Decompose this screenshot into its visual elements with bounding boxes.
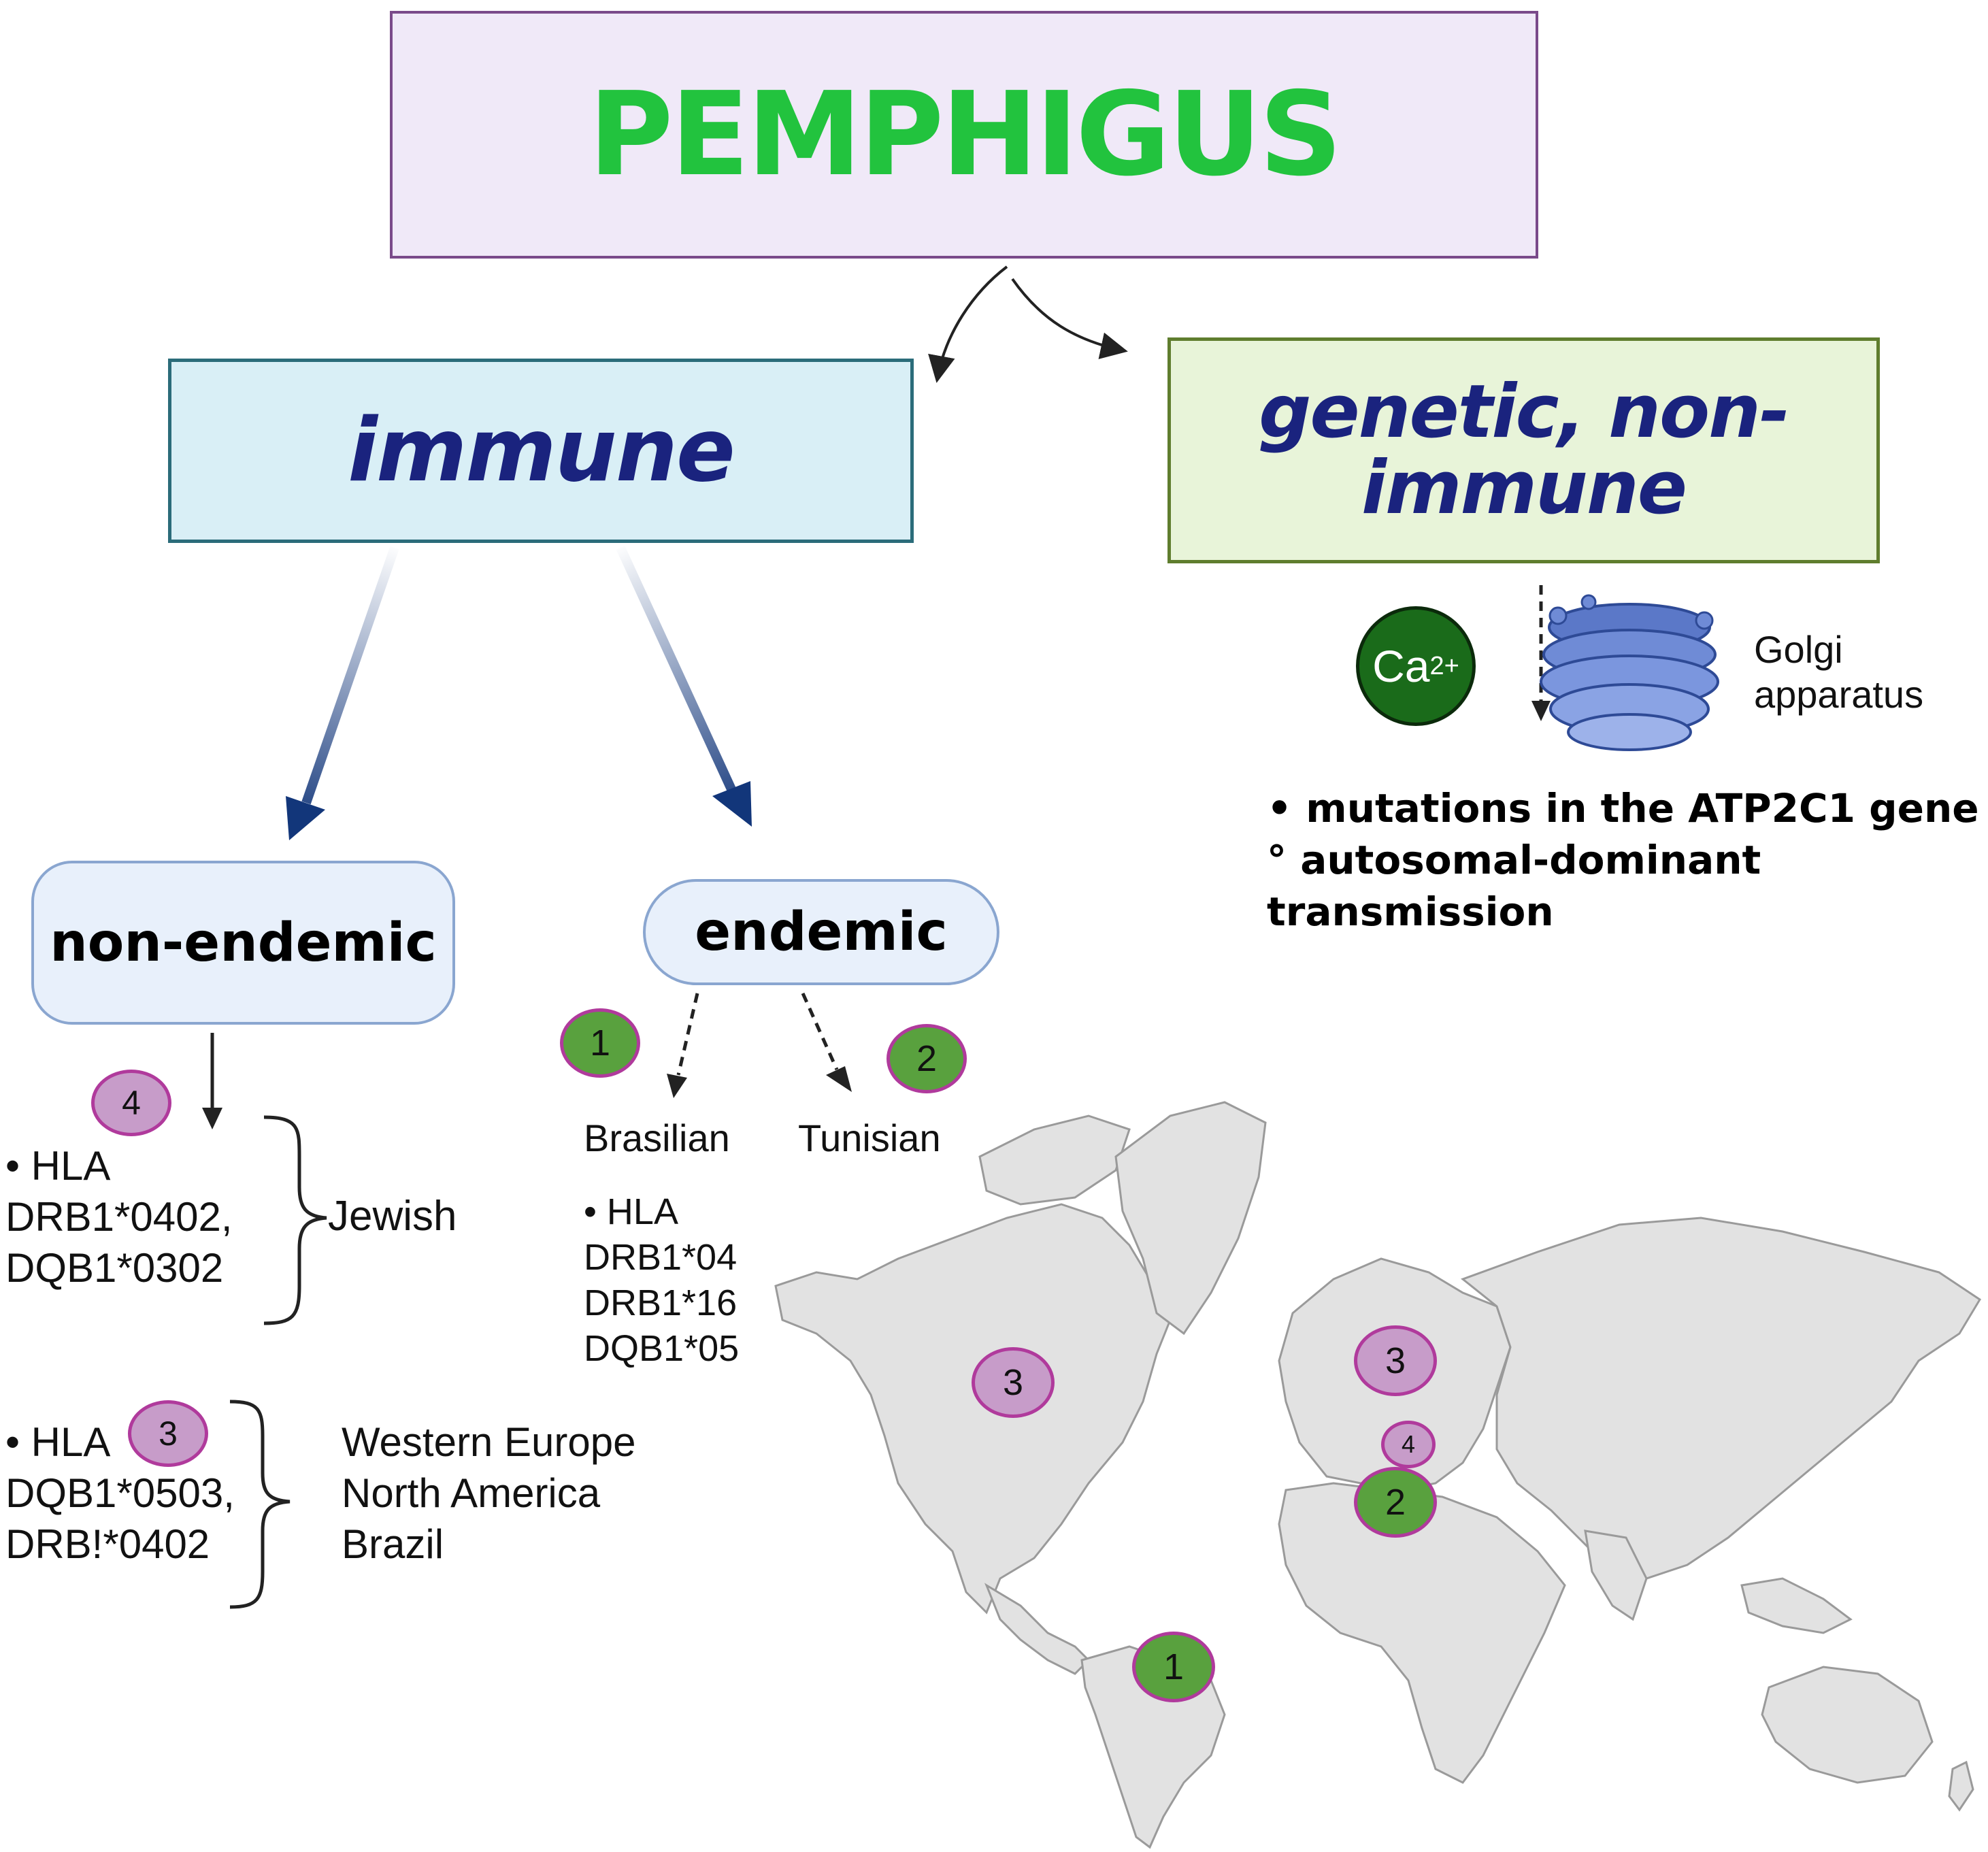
endemic-to-brasilian-arrowhead bbox=[667, 1074, 687, 1098]
title-box: PEMPHIGUS bbox=[390, 11, 1538, 259]
map-southeast-asia bbox=[1740, 1577, 1853, 1634]
non-endemic-pill: non-endemic bbox=[31, 861, 455, 1025]
map-marker-brazil: 1 bbox=[1132, 1632, 1215, 1702]
calcium-ion-charge: 2+ bbox=[1429, 651, 1459, 680]
endemic-to-tunisian-arrow bbox=[801, 992, 839, 1071]
map-new-zealand bbox=[1948, 1760, 1974, 1812]
endemic-hla-alleles: • HLA DRB1*04 DRB1*16 DQB1*05 bbox=[584, 1191, 740, 1369]
map-india bbox=[1584, 1529, 1648, 1621]
golgi-icon bbox=[1540, 594, 1719, 751]
jewish-hla-alleles: • HLA DRB1*0402, DQB1*0302 bbox=[5, 1143, 233, 1291]
genetic-features: • mutations in the ATP2C1 gene ° autosom… bbox=[1267, 785, 1979, 935]
jewish-population: Jewish bbox=[328, 1193, 457, 1240]
map-marker-southern-europe: 4 bbox=[1381, 1421, 1436, 1468]
golgi-label: Golgi apparatus bbox=[1754, 628, 1924, 716]
immune-to-endemic-arrowhead bbox=[712, 781, 752, 827]
badge-1: 1 bbox=[560, 1008, 640, 1078]
badge-2: 2 bbox=[887, 1024, 967, 1093]
brasilian-label: Brasilian bbox=[584, 1117, 730, 1159]
title-to-genetic-arrow bbox=[1011, 278, 1128, 359]
map-australia bbox=[1761, 1666, 1934, 1784]
map-marker-tunisia: 2 bbox=[1354, 1467, 1437, 1538]
endemic-to-tunisian-arrowhead bbox=[826, 1066, 852, 1092]
diagram-title: PEMPHIGUS bbox=[588, 67, 1342, 202]
map-central-america bbox=[984, 1583, 1091, 1675]
badge-3: 3 bbox=[128, 1400, 208, 1467]
regions-hla-alleles: DQB1*0503, DRB!*0402 bbox=[5, 1470, 235, 1567]
map-arctic-islands bbox=[978, 1114, 1131, 1206]
map-asia bbox=[1460, 1217, 1982, 1580]
genetic-label: genetic, non- immune bbox=[1259, 369, 1790, 531]
jewish-brace bbox=[263, 1115, 327, 1325]
map-north-america bbox=[774, 1203, 1172, 1615]
immune-label: immune bbox=[348, 400, 735, 501]
immune-to-endemic-arrow bbox=[616, 546, 736, 791]
badge-4: 4 bbox=[91, 1070, 171, 1136]
calcium-ion-symbol: Ca bbox=[1372, 641, 1430, 691]
world-map bbox=[774, 1101, 1982, 1849]
endemic-to-brasilian-arrow bbox=[676, 993, 699, 1076]
title-to-immune-arrow bbox=[928, 265, 1008, 383]
nonendemic-down-arrowhead bbox=[202, 1108, 222, 1129]
map-marker-north-america: 3 bbox=[972, 1347, 1055, 1418]
regions-brace bbox=[229, 1400, 291, 1609]
genetic-box: genetic, non- immune bbox=[1167, 337, 1880, 563]
map-marker-western-europe: 3 bbox=[1354, 1325, 1437, 1396]
immune-to-nonendemic-arrowhead bbox=[286, 796, 325, 840]
map-africa bbox=[1278, 1482, 1566, 1784]
map-greenland bbox=[1114, 1101, 1267, 1336]
immune-box: immune bbox=[168, 359, 914, 543]
genetic-dashed-arrowhead bbox=[1531, 701, 1551, 721]
tunisian-label: Tunisian bbox=[798, 1117, 941, 1159]
endemic-pill: endemic bbox=[643, 879, 999, 985]
regions-list: Western Europe North America Brazil bbox=[342, 1419, 636, 1567]
immune-to-nonendemic-arrow bbox=[301, 546, 399, 805]
regions-hla-heading: • HLA bbox=[5, 1419, 111, 1465]
